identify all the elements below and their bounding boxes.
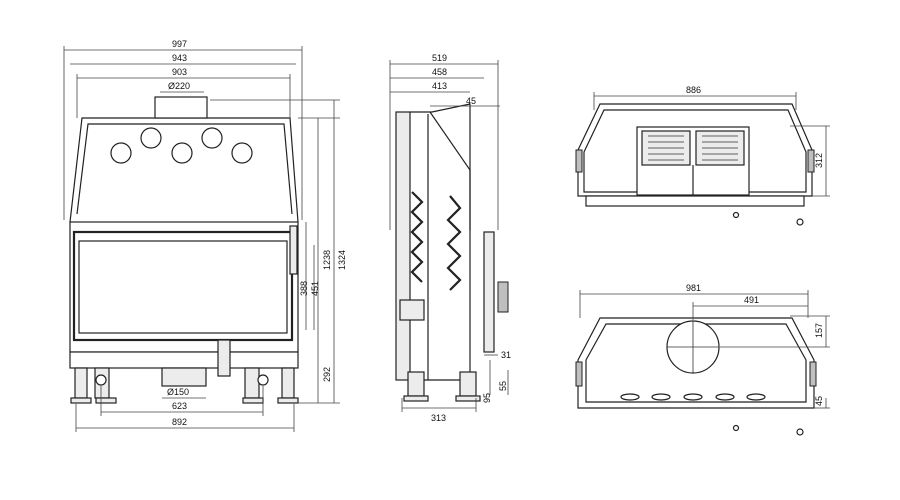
leg [74,367,88,399]
dim-height-upper: 1238 [322,250,332,270]
dim-depth-overall: 519 [432,53,447,63]
side-view: 519 458 413 45 31 55 95 313 [389,53,511,423]
side-leg [407,371,425,397]
dim-base-depth: 313 [431,413,446,423]
dim-width-inner: 903 [172,67,187,77]
side-front-frame [395,111,411,381]
dim-top-width: 886 [686,85,701,95]
flue-collar [154,96,208,119]
bottom-outline [577,317,815,409]
dim-depth-mid: 458 [432,67,447,77]
glass-outer [72,230,294,342]
dim-offset-rear: 31 [501,350,511,360]
dim-glass-height-inner: 388 [299,281,309,296]
side-leg [459,371,477,397]
leg [281,367,295,399]
dim-depth-inner: 413 [432,81,447,91]
dim-flue-diameter: Ø220 [168,81,190,91]
dim-inlet-diameter: Ø150 [167,387,189,397]
outlet-circle [110,142,132,164]
dim-height-total: 1324 [337,250,347,270]
bottom-view: 981 491 157 45 [575,283,830,436]
outlet-circle [201,127,223,149]
front-view: 997 943 903 Ø220 1324 1238 451 388 292 Ø… [63,39,347,432]
baffle-front [410,191,424,283]
dim-top-depth: 312 [814,153,824,168]
dim-leg-height: 292 [322,367,332,382]
dim-offset-top: 45 [466,96,476,106]
dim-bottom-depth: 157 [814,323,824,338]
dim-height-base-b: 95 [482,393,492,403]
dim-bottom-rim: 45 [814,396,824,406]
air-inlet [161,367,207,387]
door-handle [289,225,298,275]
front-housing [69,117,299,223]
dim-glass-height-outer: 451 [310,281,320,296]
side-body [410,103,471,381]
outlet-circle [231,142,253,164]
dim-height-base-a: 55 [498,381,508,391]
top-front-lip [585,195,805,207]
dim-base-width: 623 [172,401,187,411]
dim-bottom-offset: 491 [744,295,759,305]
dim-width-mid: 943 [172,53,187,63]
air-lever [217,339,231,377]
baffle-rear [446,195,462,291]
dim-bottom-width: 892 [172,417,187,427]
dim-width-overall: 997 [172,39,187,49]
outlet-circle [171,142,193,164]
dim-bottom-width: 981 [686,283,701,293]
bottom-panel [69,351,299,369]
glass-panel [78,240,288,334]
rear-channel [483,231,495,353]
top-view: 886 312 [575,85,830,226]
outlet-circle [140,127,162,149]
leg [244,367,260,399]
